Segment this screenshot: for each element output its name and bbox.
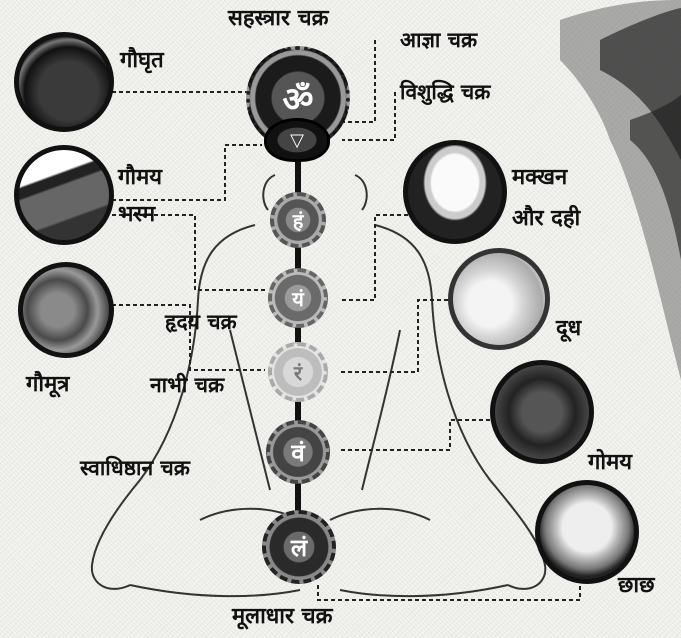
vishuddhi-chakra-symbol: हं <box>270 192 326 248</box>
ajna-chakra-symbol: ▽ <box>264 118 330 162</box>
swadhishthan-label: स्वाधिष्ठान चक्र <box>80 458 190 479</box>
gaumay-photo <box>14 145 114 245</box>
swadhishthan-chakra-symbol: वं <box>266 420 330 484</box>
gaumutra-label: गौमूत्र <box>26 374 69 396</box>
gomay-photo <box>490 360 594 464</box>
ghrit-photo <box>14 32 114 132</box>
nabhi-chakra-symbol: रं <box>268 342 328 402</box>
gaumutra-photo <box>18 262 114 358</box>
ajna-label: आज्ञा चक्र <box>400 30 477 51</box>
muladhar-chakra-symbol: लं <box>262 510 336 584</box>
vishuddhi-label: विशुद्धि चक्र <box>400 82 490 103</box>
doodh-photo <box>448 248 550 350</box>
gomay-label: गोमय <box>588 452 632 474</box>
hridaya-chakra-symbol: यं <box>268 268 328 328</box>
doodh-label: दूध <box>556 318 581 340</box>
muladhar-label: मूलाधार चक्र <box>232 606 333 628</box>
makkhan-photo <box>403 140 507 244</box>
makkhan-label: मक्खन <box>512 167 567 189</box>
chhach-photo <box>535 480 639 584</box>
nabhi-label: नाभी चक्र <box>150 375 224 396</box>
ghrit-label: गौघृत <box>120 50 164 72</box>
bhasm-label: भस्म <box>118 204 155 226</box>
aur-dahi-label: और दही <box>512 208 580 230</box>
sahasrara-label: सहस्त्रार चक्र <box>228 8 328 30</box>
gaumay-label: गौमय <box>118 167 162 189</box>
chhach-label: छाछ <box>618 575 655 597</box>
hridaya-label: हृदय चक्र <box>165 312 237 333</box>
